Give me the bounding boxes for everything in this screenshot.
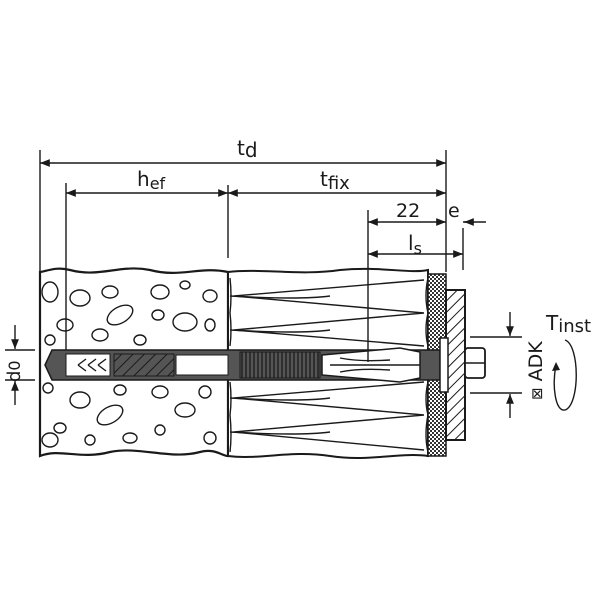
label-td: td — [237, 136, 258, 162]
label-tfix: tfix — [320, 167, 350, 194]
concrete-base — [38, 267, 230, 458]
label-ls: ls — [408, 231, 422, 258]
label-22: 22 — [396, 200, 420, 222]
label-tinst: Tinst — [545, 311, 591, 337]
label-d0: d0 — [4, 360, 25, 382]
label-e: e — [448, 200, 460, 222]
fixture-plate — [445, 289, 466, 441]
rotation-torque-icon — [552, 339, 577, 411]
anchor-bolt — [44, 337, 486, 393]
dimension-lines — [5, 150, 522, 418]
label-adk: ⊠ADK — [525, 341, 547, 400]
label-hef: hef — [137, 167, 166, 193]
